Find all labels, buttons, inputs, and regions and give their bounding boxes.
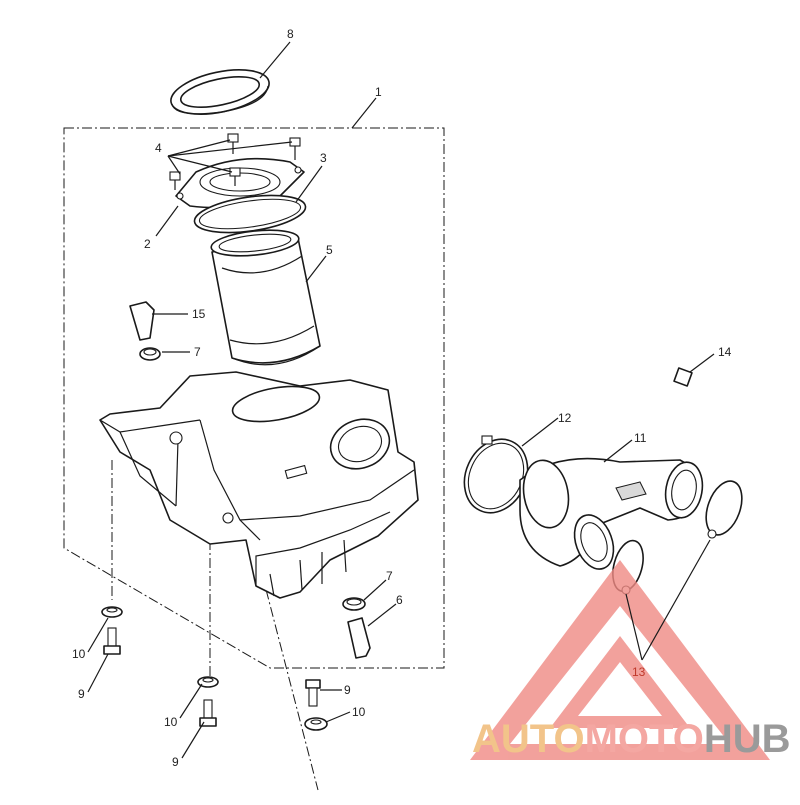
callout-14: 14: [718, 345, 732, 359]
callout-15: 15: [192, 307, 206, 321]
hose-clamp-part-12: [463, 435, 529, 514]
screws-part: [169, 133, 301, 190]
leader-lines: [87, 41, 715, 759]
drain-tube-part: [347, 617, 371, 659]
callout-4: 4: [155, 141, 162, 155]
watermark-moto: MOTO: [585, 717, 704, 761]
bolt-part-c: [305, 679, 321, 707]
washer-part-a: [101, 606, 123, 618]
callout-10-b: 10: [164, 715, 178, 729]
callout-8: 8: [287, 27, 294, 41]
callout-7-upper: 7: [194, 345, 201, 359]
callout-6: 6: [396, 593, 403, 607]
callout-3: 3: [320, 151, 327, 165]
callout-5: 5: [326, 243, 333, 257]
o-ring-part: [193, 194, 307, 234]
watermark-auto: AUTO: [472, 717, 585, 761]
filter-element-part: [210, 229, 321, 366]
bolt-part-b: [199, 699, 217, 727]
clip-part-lower: [342, 597, 366, 611]
callout-1: 1: [375, 85, 382, 99]
callout-9-a: 9: [78, 687, 85, 701]
bolt-part-a: [103, 627, 121, 655]
watermark-logo: AUTOMOTOHUB: [472, 717, 791, 761]
breather-tube-part: [129, 301, 155, 341]
callout-10-c: 10: [352, 705, 366, 719]
callout-10-a: 10: [72, 647, 86, 661]
callout-13: 13: [632, 665, 646, 679]
svg-text:AUTOMOTOHUB: AUTOMOTOHUB: [472, 717, 791, 761]
callout-9-b: 9: [172, 755, 179, 769]
callout-12: 12: [558, 411, 572, 425]
watermark-triangle: [470, 560, 770, 760]
air-box-housing-part: [99, 371, 419, 599]
intake-duct-part: [519, 457, 704, 570]
watermark-hub: HUB: [704, 717, 791, 761]
washer-part-b: [197, 676, 219, 688]
callout-9-c: 9: [344, 683, 351, 697]
fitting-part: [673, 367, 693, 387]
callout-11: 11: [634, 431, 647, 445]
seal-ring-part: [170, 69, 270, 115]
washer-part-c: [304, 717, 328, 731]
callout-labels: 8 1 4 3 2 5 15 7 14 12 11 7 6 10 9 10 9 …: [72, 27, 732, 769]
callout-2: 2: [144, 237, 151, 251]
callout-7-lower: 7: [386, 569, 393, 583]
clip-part-upper: [139, 347, 161, 361]
